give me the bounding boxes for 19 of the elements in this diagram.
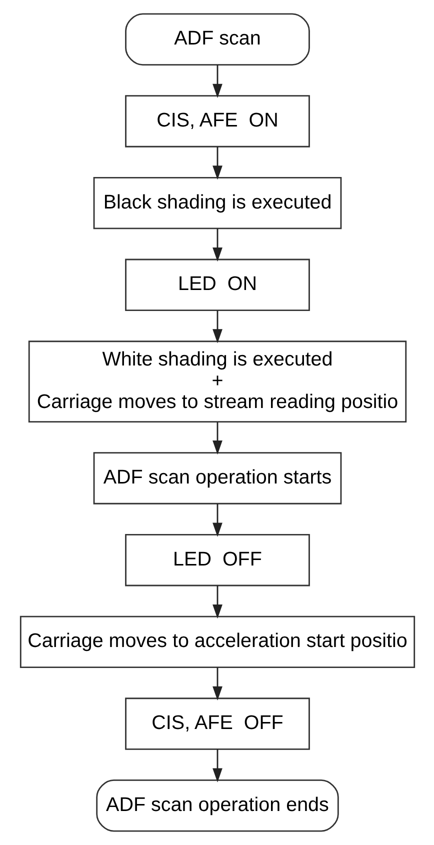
node-box: Black shading is executed [92, 176, 342, 230]
node-box: Carriage moves to acceleration start positio [19, 616, 415, 668]
node-box: CIS, AFE ON [124, 95, 310, 148]
arrow [212, 310, 222, 344]
node-box: ADF scan operation starts [92, 452, 342, 504]
arrow [212, 146, 222, 180]
arrow [212, 228, 222, 262]
node-box: ADF scan operation ends [96, 780, 338, 832]
node-box: LED OFF [124, 534, 310, 586]
arrow [212, 504, 222, 537]
arrow [212, 422, 222, 455]
node-box: CIS, AFE OFF [124, 698, 310, 750]
arrow [212, 668, 222, 701]
node-box: LED ON [124, 258, 310, 312]
node-box: ADF scan [124, 13, 310, 66]
arrow [212, 586, 222, 619]
arrow [212, 749, 222, 782]
node-box: White shading is executed + Carriage moves to stream reading positio [28, 340, 406, 422]
arrow [212, 64, 222, 98]
